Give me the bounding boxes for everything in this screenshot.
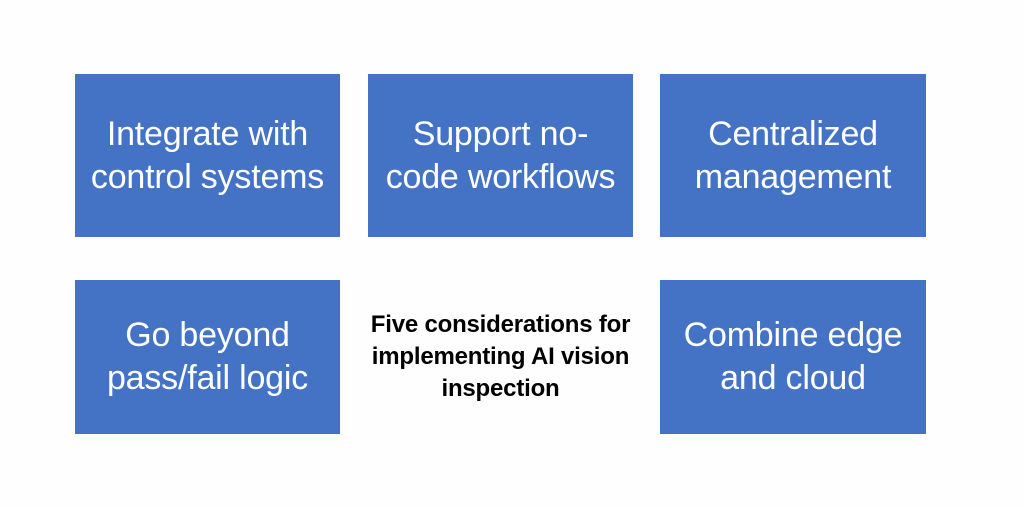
- concept-box-centralized-management[interactable]: Centralized management: [660, 74, 926, 237]
- concept-box-combine-edge-and-cloud[interactable]: Combine edge and cloud: [660, 280, 926, 434]
- diagram-title-text: Five considerations for implementing AI …: [370, 310, 631, 403]
- concept-box-label: Combine edge and cloud: [683, 316, 903, 397]
- concept-box-support-no-code-workflows[interactable]: Support no-code workflows: [368, 74, 633, 237]
- diagram-center-caption: Five considerations for implementing AI …: [368, 280, 633, 434]
- concept-box-label: Support no-code workflows: [385, 114, 616, 196]
- concept-box-integrate-with-control-systems[interactable]: Integrate with control systems: [75, 74, 340, 237]
- concept-box-go-beyond-pass-fail-logic[interactable]: Go beyond pass/fail logic: [75, 280, 340, 434]
- concept-box-label: Go beyond pass/fail logic: [106, 316, 309, 397]
- concept-box-label: Integrate with control systems: [90, 114, 325, 196]
- concept-box-label: Centralized management: [694, 114, 892, 196]
